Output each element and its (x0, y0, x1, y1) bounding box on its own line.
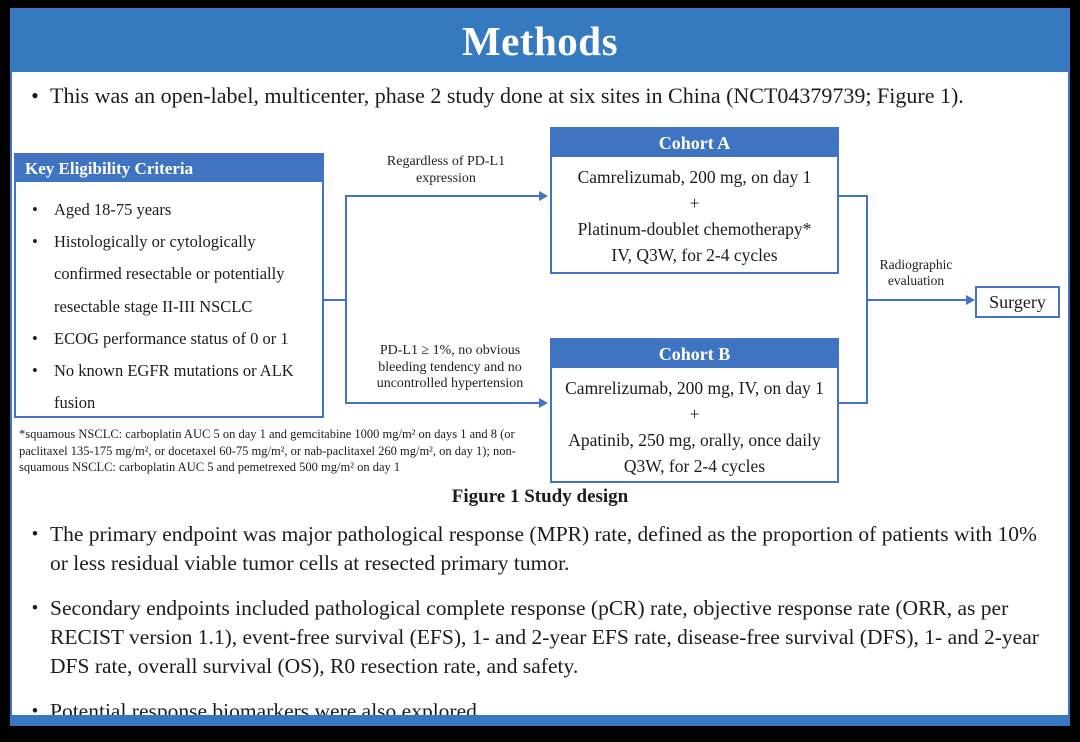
connector-line (345, 195, 539, 197)
figure-caption: Figure 1 Study design (451, 486, 629, 507)
branch-label-top: Regardless of PD-L1 expression (386, 154, 506, 186)
evaluation-label: Radiographic evaluation (879, 257, 953, 288)
connector-line (837, 195, 866, 197)
arrow-right-icon (539, 398, 548, 408)
figure-footnote: *squamous NSCLC: carboplatin AUC 5 on da… (19, 427, 516, 474)
primary-endpoint-text: The primary endpoint was major pathologi… (50, 522, 1037, 576)
secondary-endpoint-text: Secondary endpoints included pathologica… (50, 596, 1039, 679)
cohort-a-header: Cohort A (552, 129, 837, 157)
cohort-a-line: IV, Q3W, for 2-4 cycles (611, 245, 778, 265)
cohort-b-line: Apatinib, 250 mg, orally, once daily (568, 430, 821, 450)
connector-line (324, 299, 347, 301)
title-bar: Methods (12, 10, 1068, 72)
connector-line (345, 402, 539, 404)
surgery-box: Surgery (975, 286, 1060, 318)
eligibility-item: • No known EGFR mutations or ALK fusion (28, 355, 316, 419)
eligibility-item: • Histologically or cytologically confir… (28, 226, 316, 323)
connector-line (866, 299, 966, 301)
eligibility-item-text: Histologically or cytologically confirme… (54, 232, 285, 316)
secondary-endpoint-bullet: • Secondary endpoints included pathologi… (20, 594, 1054, 681)
cohort-a-line: Platinum-doublet chemotherapy* (577, 219, 812, 239)
methods-slide: Methods • This was an open-label, multic… (10, 8, 1070, 726)
bottom-accent-bar (12, 715, 1068, 724)
eligibility-item-text: No known EGFR mutations or ALK fusion (54, 360, 294, 413)
bullet-icon: • (32, 232, 38, 252)
cohort-b-line: Q3W, for 2-4 cycles (623, 456, 766, 476)
bullet-icon: • (32, 200, 38, 219)
eligibility-item: • ECOG performance status of 0 or 1 (28, 323, 316, 355)
bullet-icon: • (31, 598, 39, 620)
eligibility-item-text: ECOG performance status of 0 or 1 (54, 328, 289, 348)
cohort-a-box: Cohort A Camrelizumab, 200 mg, on day 1 … (550, 127, 839, 274)
arrow-right-icon (539, 191, 548, 201)
eligibility-item-text: Aged 18-75 years (54, 200, 172, 219)
plus-sign: + (689, 193, 700, 213)
cohort-a-line: Camrelizumab, 200 mg, on day 1 (577, 167, 812, 187)
eligibility-box: Key Eligibility Criteria • Aged 18-75 ye… (14, 153, 324, 418)
cohort-b-line: Camrelizumab, 200 mg, IV, on day 1 (565, 378, 824, 398)
endpoint-bullets: • The primary endpoint was major patholo… (20, 520, 1054, 742)
bullet-icon: • (31, 701, 39, 723)
branch-label-bottom: PD-L1 ≥ 1%, no obvious bleeding tendency… (376, 343, 524, 392)
cohort-a-body: Camrelizumab, 200 mg, on day 1 + Platinu… (552, 157, 837, 268)
eligibility-item: • Aged 18-75 years (28, 194, 316, 226)
eligibility-list: • Aged 18-75 years • Histologically or c… (16, 182, 322, 419)
cohort-b-header: Cohort B (552, 340, 837, 368)
connector-line (837, 402, 866, 404)
bullet-icon: • (32, 328, 38, 348)
connector-line (345, 195, 347, 404)
page-title: Methods (461, 18, 619, 64)
eligibility-header: Key Eligibility Criteria (16, 155, 322, 182)
cohort-b-box: Cohort B Camrelizumab, 200 mg, IV, on da… (550, 338, 839, 483)
intro-bullet: • This was an open-label, multicenter, p… (20, 82, 1060, 111)
primary-endpoint-bullet: • The primary endpoint was major patholo… (20, 520, 1054, 578)
intro-text: This was an open-label, multicenter, pha… (50, 83, 964, 108)
arrow-right-icon (966, 295, 975, 305)
bullet-icon: • (31, 524, 39, 545)
bullet-icon: • (31, 83, 39, 108)
bullet-icon: • (32, 360, 38, 380)
plus-sign: + (689, 404, 700, 424)
cohort-b-body: Camrelizumab, 200 mg, IV, on day 1 + Apa… (552, 368, 837, 479)
